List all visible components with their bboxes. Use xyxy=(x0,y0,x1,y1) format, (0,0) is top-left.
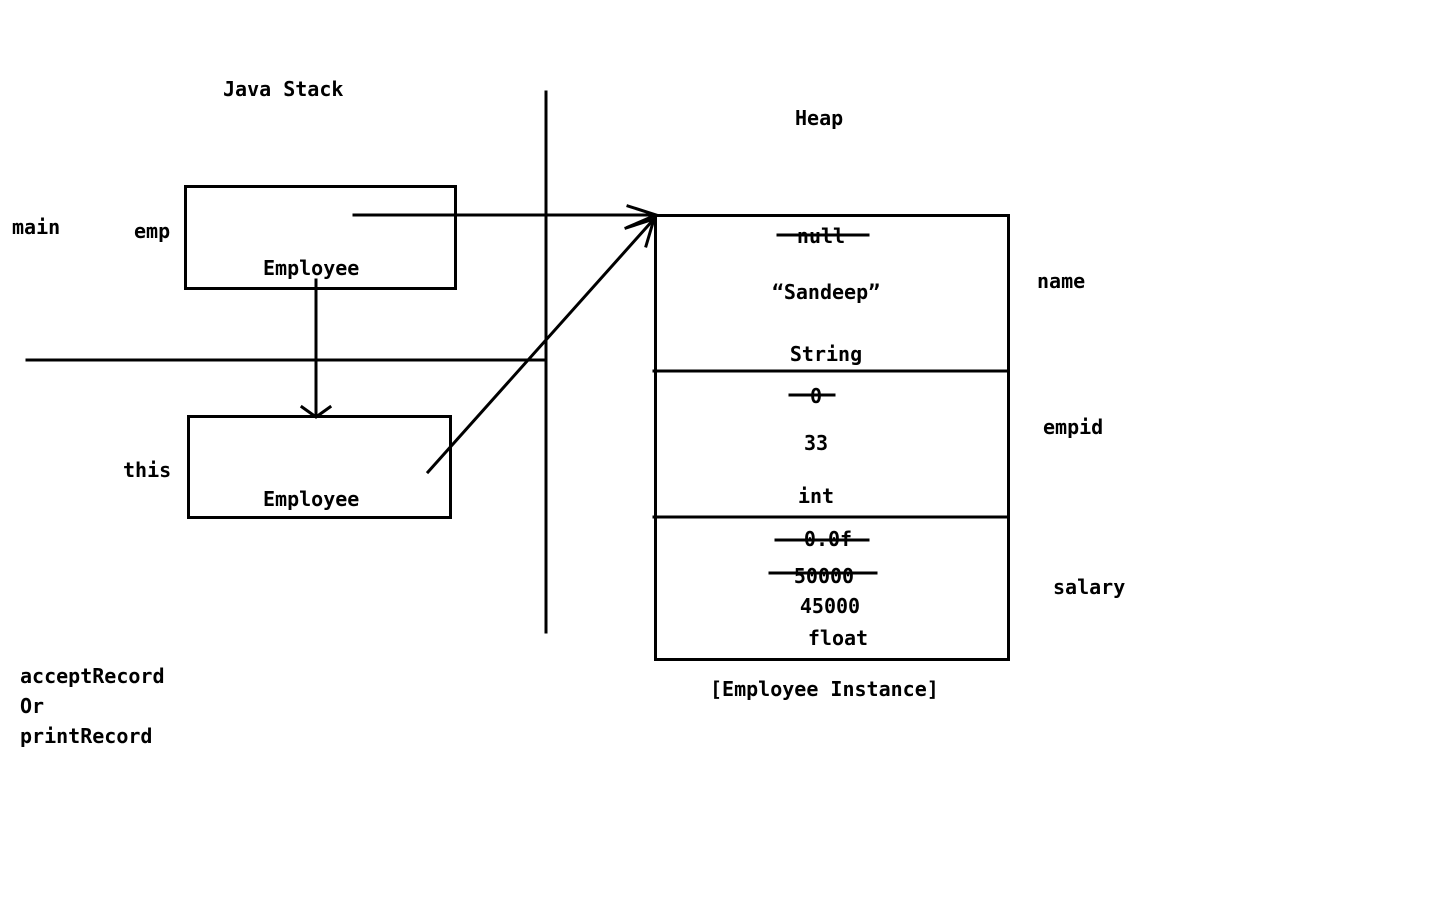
stack-title: Java Stack xyxy=(223,77,344,101)
heap-caption: [Employee Instance] xyxy=(710,677,939,701)
frame-method-line-1: acceptRecord xyxy=(20,664,165,688)
salary-field-label: salary xyxy=(1053,575,1126,599)
this-arrow-head xyxy=(299,404,333,419)
this-var-label: this xyxy=(123,458,172,482)
frame-main-label: main xyxy=(12,215,61,239)
empid-value: 33 xyxy=(803,431,829,455)
this-to-heap-arrow xyxy=(425,216,657,475)
salary-old-value-2: 50000 xyxy=(793,564,855,588)
emp-var-label: emp xyxy=(134,219,171,243)
emp-ref-box xyxy=(184,185,457,290)
frame-method-line-2: Or xyxy=(20,694,45,718)
empid-field-label: empid xyxy=(1043,415,1104,439)
salary-value: 45000 xyxy=(799,594,861,618)
this-type-label: Employee xyxy=(263,487,360,511)
this-ref-box xyxy=(187,415,452,519)
salary-type: float xyxy=(807,626,869,650)
employee-instance-box xyxy=(654,214,1010,661)
name-type: String xyxy=(789,342,863,366)
frame-method-line-3: printRecord xyxy=(20,724,153,748)
this-heap-arrow-head xyxy=(624,216,657,248)
name-value: “Sandeep” xyxy=(771,280,881,304)
name-field-label: name xyxy=(1037,269,1086,293)
heap-title: Heap xyxy=(795,106,844,130)
emp-type-label: Employee xyxy=(263,256,360,280)
empid-type: int xyxy=(797,484,835,508)
